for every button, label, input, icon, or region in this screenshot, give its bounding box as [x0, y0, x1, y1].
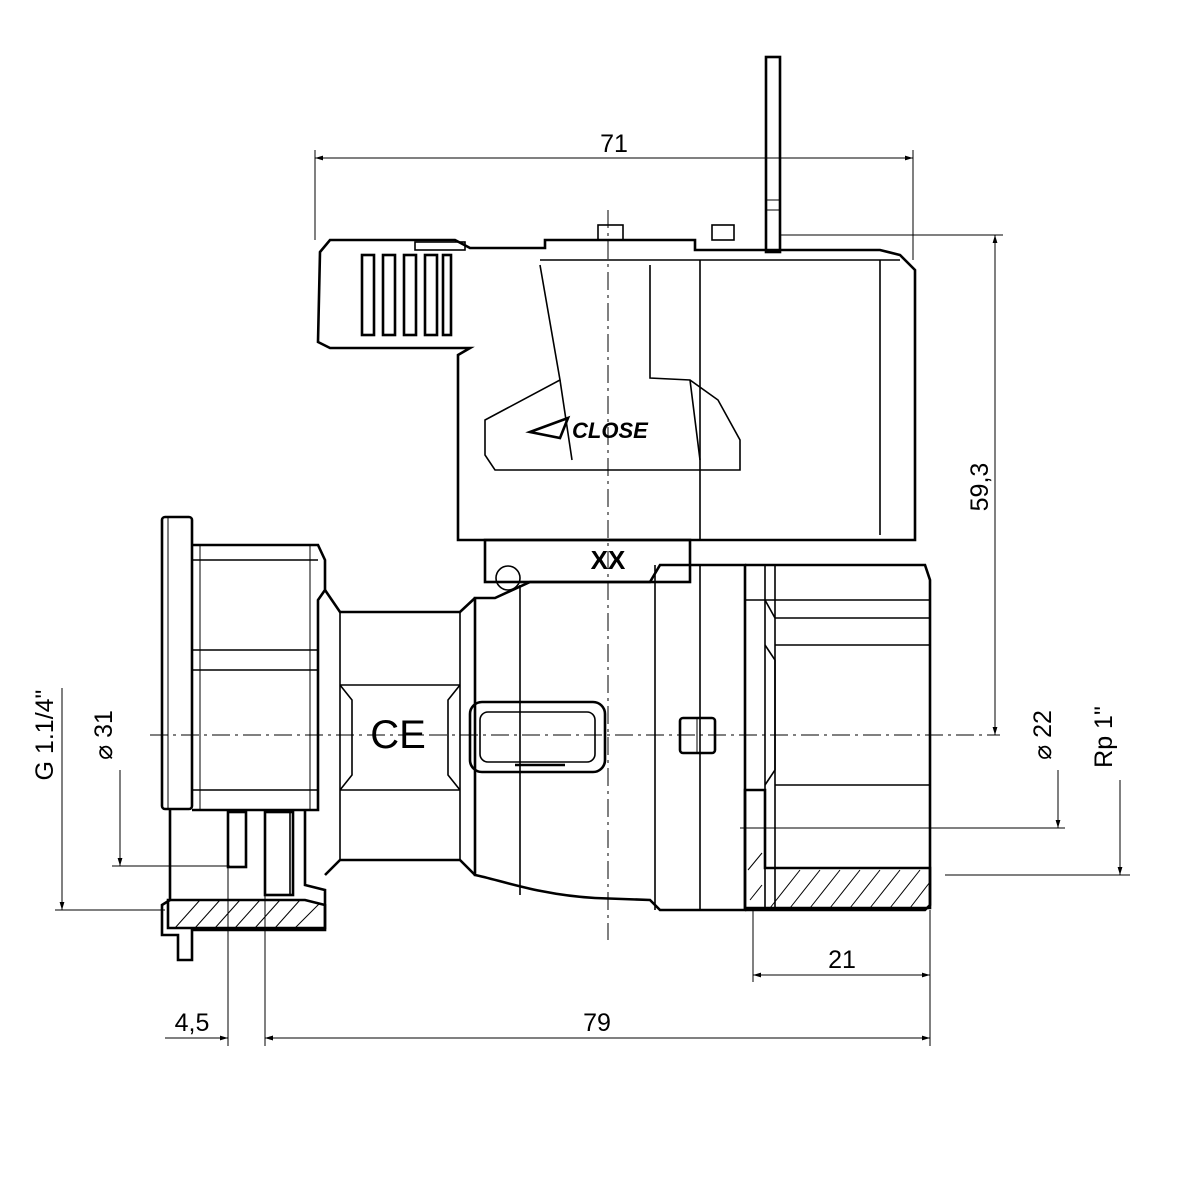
- dim-offset-left-label: 4,5: [175, 1009, 210, 1037]
- dim-width-top: 71: [314, 130, 914, 260]
- dim-diameter-right-label: ⌀ 22: [1029, 710, 1057, 760]
- valve-handle: [316, 224, 917, 542]
- ce-mark: CE: [370, 713, 426, 757]
- dim-diameter-right: ⌀ 22: [740, 710, 1065, 829]
- dim-diameter-left: ⌀ 31: [90, 710, 230, 867]
- neck-section: [323, 589, 476, 876]
- dim-thread-left: G 1.1/4": [31, 688, 165, 911]
- close-label: CLOSE: [572, 418, 649, 443]
- dim-diameter-left-label: ⌀ 31: [90, 710, 118, 760]
- dim-thread-left-label: G 1.1/4": [31, 690, 59, 781]
- dim-height-right: 59,3: [780, 234, 1003, 735]
- center-lines: [150, 210, 1000, 940]
- dim-height-right-label: 59,3: [966, 463, 994, 512]
- body-mark: XX: [591, 545, 626, 575]
- dim-width-socket: 21: [752, 910, 931, 982]
- right-section-hatch: [743, 788, 932, 910]
- dim-thread-right: Rp 1": [945, 706, 1130, 876]
- dim-width-top-label: 71: [600, 130, 628, 158]
- close-marking: CLOSE: [525, 415, 649, 443]
- indicator-pin: [764, 55, 782, 254]
- dim-thread-right-label: Rp 1": [1090, 706, 1118, 768]
- dim-length-overall-label: 79: [583, 1009, 611, 1037]
- dim-length-bottom: 4,5 79: [165, 868, 931, 1046]
- right-socket: [745, 563, 932, 912]
- left-section-hatch: [166, 898, 327, 930]
- left-flange: [160, 515, 327, 962]
- dim-width-socket-label: 21: [828, 946, 856, 974]
